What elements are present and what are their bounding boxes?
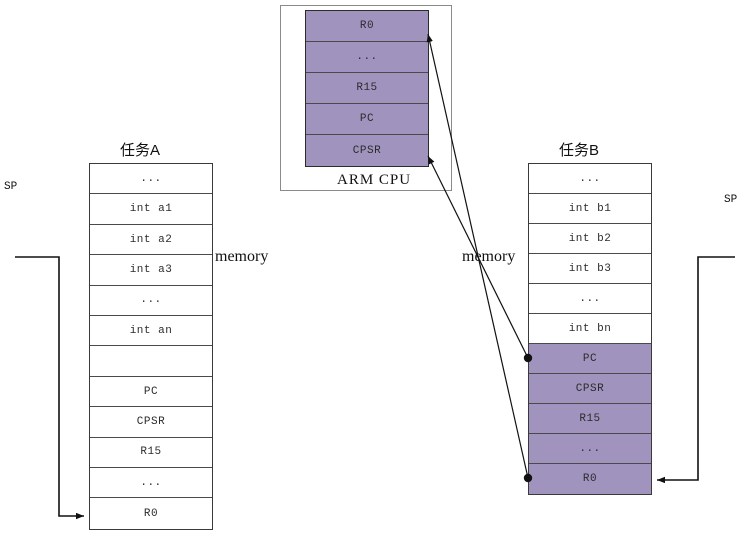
cpu-register-row: R15 bbox=[306, 73, 428, 104]
task-a-slot-row: ... bbox=[90, 286, 212, 317]
task-b-slot-row: int b3 bbox=[529, 254, 651, 284]
task-b-slot-row: int bn bbox=[529, 314, 651, 344]
task-b-slot-row: CPSR bbox=[529, 374, 651, 404]
task-b-slot-row: ... bbox=[529, 434, 651, 464]
task-a-title: 任务A bbox=[120, 142, 161, 159]
task-a-slot-row: int an bbox=[90, 316, 212, 347]
task-b-slot-row: int b2 bbox=[529, 224, 651, 254]
cpu-register-row: PC bbox=[306, 104, 428, 135]
task-a-slot-row: int a2 bbox=[90, 225, 212, 256]
task-a-slot-row: int a3 bbox=[90, 255, 212, 286]
sp-label-left: SP bbox=[4, 181, 18, 193]
task-b-slot-row: R15 bbox=[529, 404, 651, 434]
cpu-register-row: ... bbox=[306, 42, 428, 73]
task-a-slot-row bbox=[90, 346, 212, 377]
arm-cpu-caption: ARM CPU bbox=[337, 172, 412, 188]
task-b-slot-row: int b1 bbox=[529, 194, 651, 224]
task-a-slot-row: ... bbox=[90, 468, 212, 499]
task-b-title: 任务B bbox=[559, 142, 600, 159]
task-a-slot-row: int a1 bbox=[90, 194, 212, 225]
memory-label-right: memory bbox=[462, 248, 516, 265]
task-a-slot-row: PC bbox=[90, 377, 212, 408]
task-b-slot-row: R0 bbox=[529, 464, 651, 494]
task-b-slot-row: ... bbox=[529, 164, 651, 194]
task-a-slot-row: CPSR bbox=[90, 407, 212, 438]
cpu-register-row: CPSR bbox=[306, 135, 428, 166]
task-a-slot-row: R0 bbox=[143, 507, 159, 520]
task-b-slot-row: ... bbox=[529, 284, 651, 314]
task-b-slot-row: PC bbox=[529, 344, 651, 374]
sp-label-right: SP bbox=[724, 194, 738, 206]
task-a-slot-row: ... bbox=[90, 164, 212, 195]
memory-label-left: memory bbox=[215, 248, 269, 265]
cpu-register-row: R0 bbox=[306, 11, 428, 42]
sp-connector-left bbox=[15, 256, 84, 520]
task-a-slot-row: R15 bbox=[90, 438, 212, 469]
sp-connector-right bbox=[657, 256, 735, 484]
